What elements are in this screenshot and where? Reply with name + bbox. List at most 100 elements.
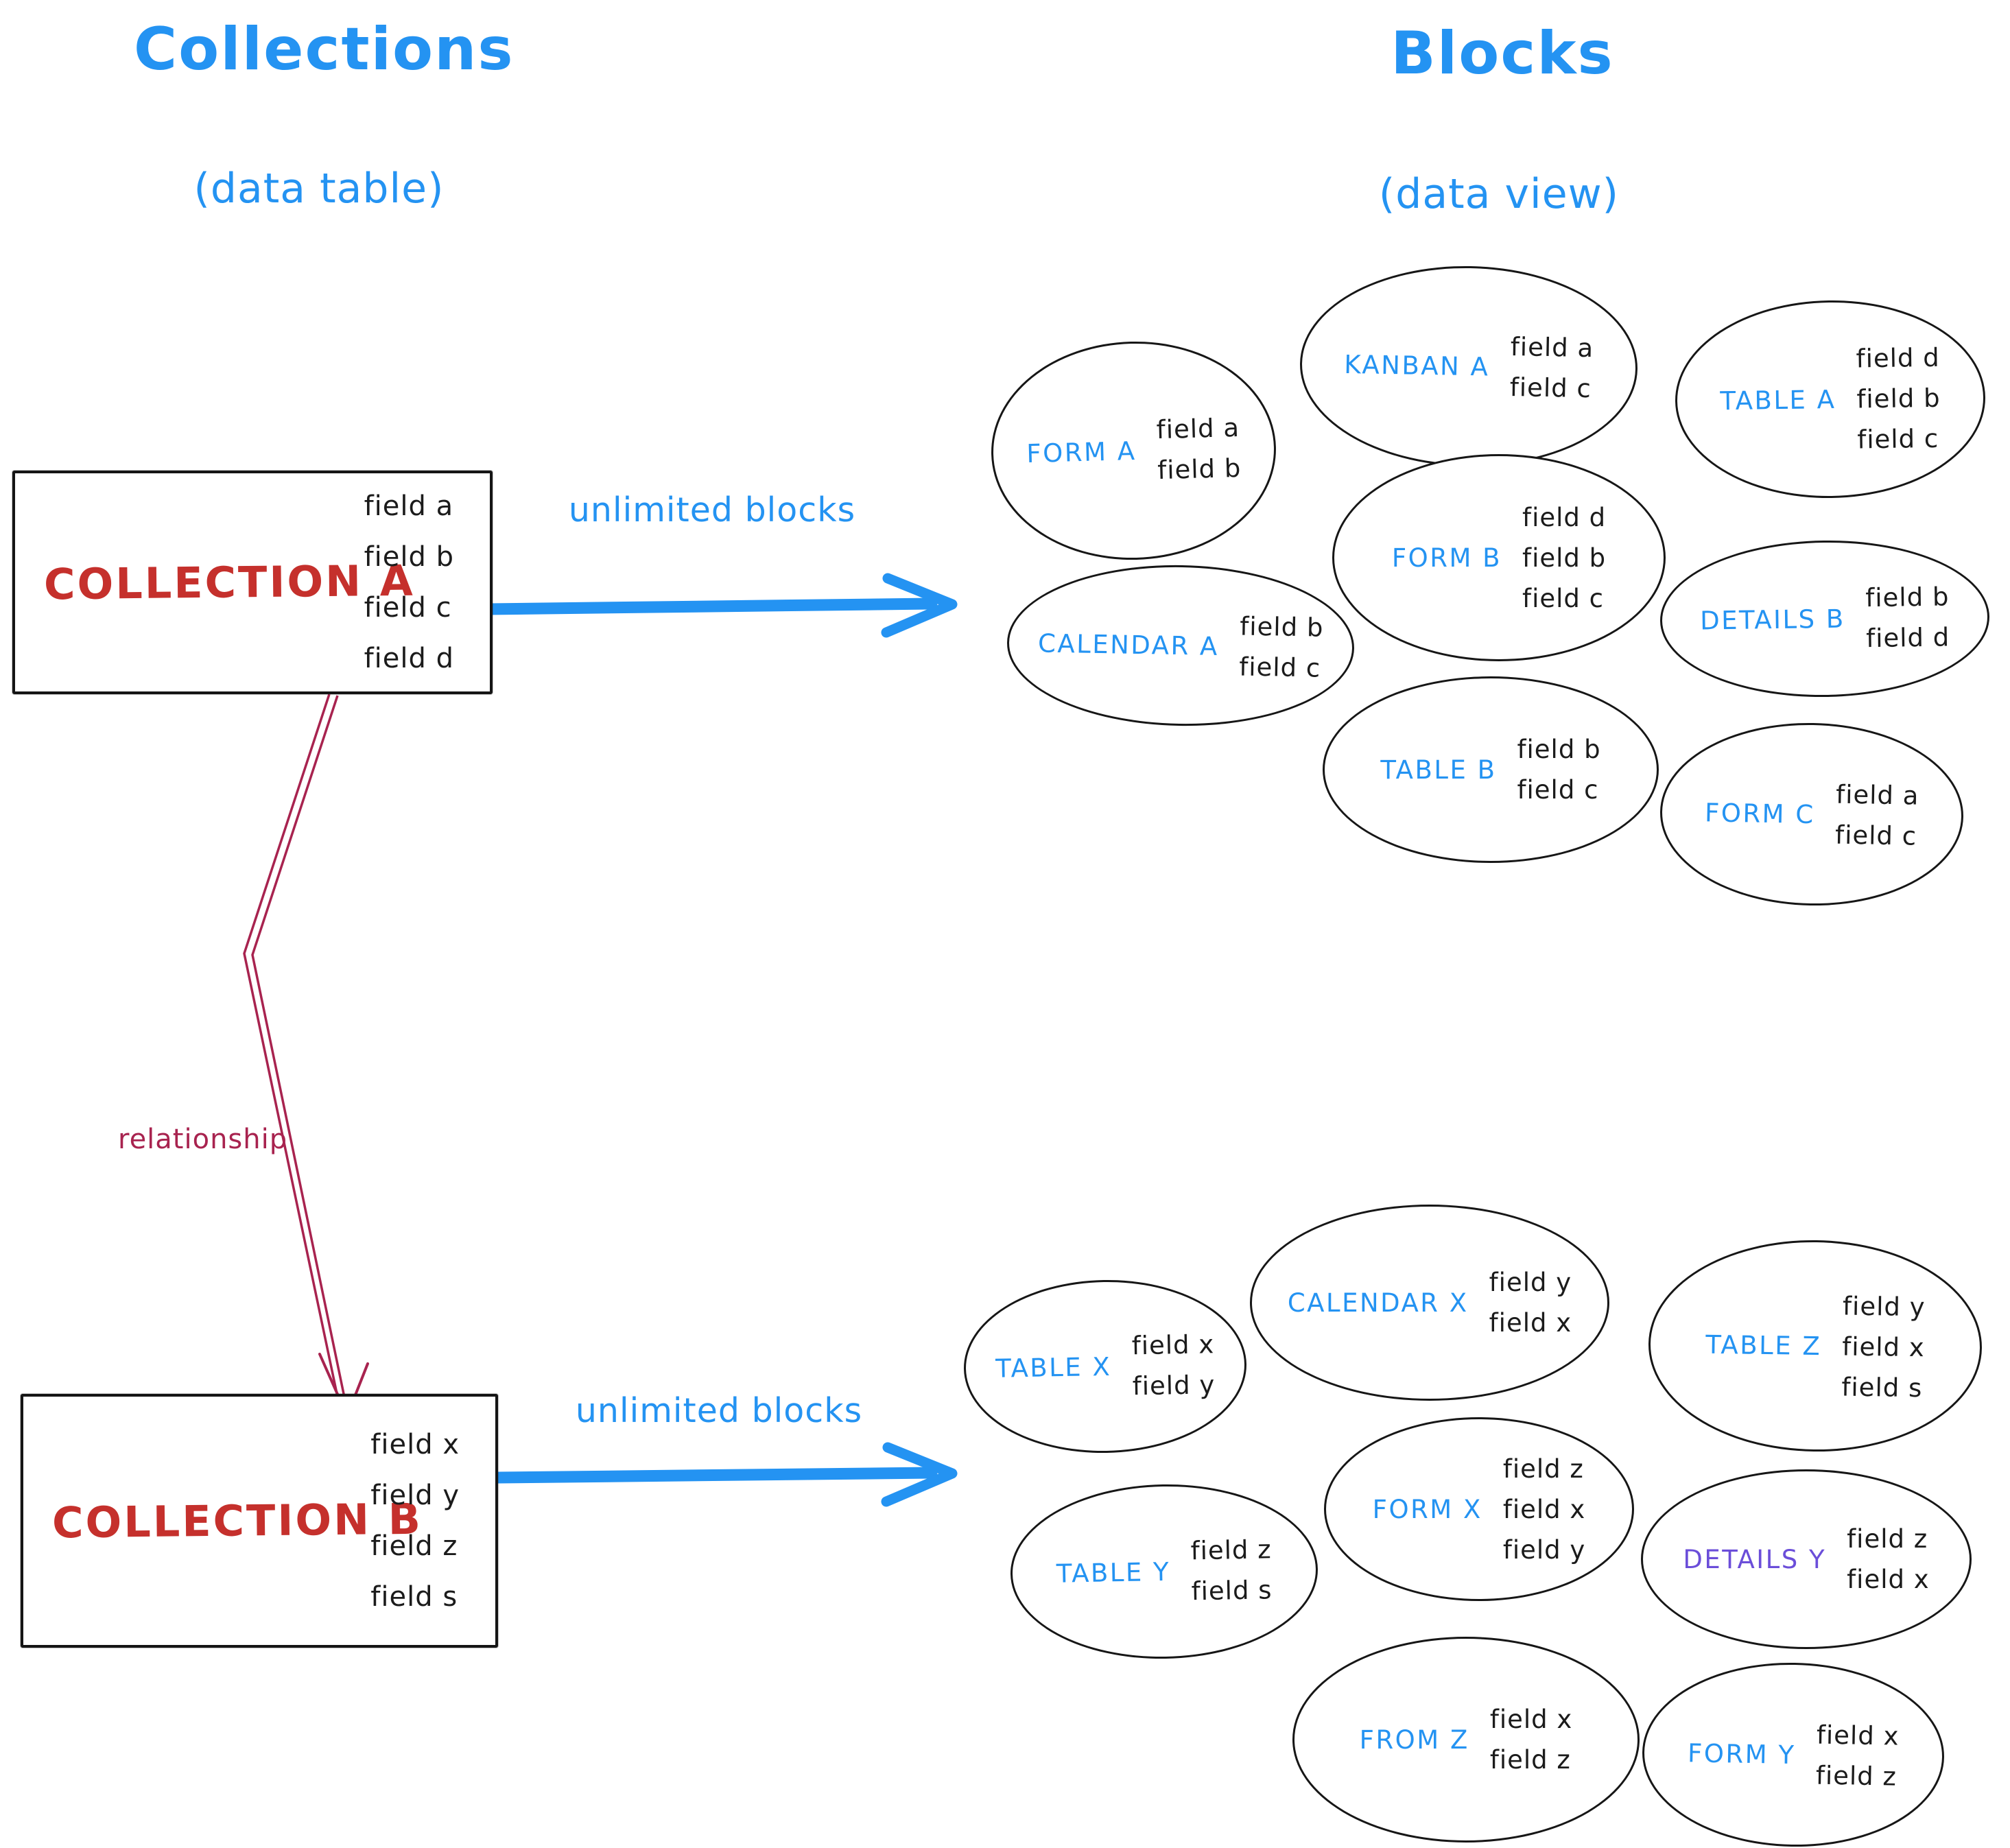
- block-fields: field a field c: [1509, 332, 1594, 403]
- block-fields: field d field b field c: [1856, 342, 1941, 454]
- collection-field: field c: [364, 592, 452, 624]
- collection-a-fields: field a field b field c field d: [364, 490, 454, 674]
- unlimited-blocks-label-bottom: unlimited blocks: [575, 1391, 863, 1430]
- block-field: field z: [1489, 1745, 1571, 1775]
- block-ellipse-kanban-a: KANBAN A field a field c: [1298, 263, 1640, 470]
- block-field: field c: [1238, 652, 1321, 683]
- block-fields: field a field b: [1156, 413, 1242, 485]
- block-fields: field b field c: [1239, 612, 1324, 683]
- block-label: DETAILS B: [1699, 604, 1846, 636]
- block-label: TABLE X: [995, 1351, 1112, 1384]
- block-field: field b: [1522, 543, 1607, 573]
- collection-field: field x: [370, 1429, 460, 1460]
- block-field: field a: [1156, 412, 1240, 445]
- block-fields: field z field s: [1190, 1535, 1273, 1606]
- block-field: field y: [1842, 1291, 1926, 1322]
- block-fields: field x field z: [1490, 1705, 1573, 1775]
- block-ellipse-table-a: TABLE A field d field b field c: [1674, 298, 1987, 501]
- block-field: field x: [1841, 1331, 1926, 1362]
- block-field: field z: [1190, 1535, 1272, 1566]
- block-field: field a: [1510, 332, 1594, 364]
- collections-subtitle: (data table): [193, 165, 445, 213]
- block-ellipse-form-a: FORM A field a field b: [988, 337, 1279, 564]
- block-fields: field z field x field y: [1503, 1454, 1586, 1565]
- block-field: field c: [1522, 583, 1604, 613]
- block-field: field c: [1509, 372, 1592, 404]
- block-field: field x: [1489, 1308, 1572, 1338]
- block-field: field x: [1131, 1329, 1215, 1361]
- block-field: field z: [1847, 1524, 1928, 1554]
- block-field: field c: [1834, 820, 1917, 851]
- unlimited-blocks-label-top: unlimited blocks: [568, 490, 856, 530]
- blocks-title: Blocks: [1391, 19, 1614, 88]
- block-field: field c: [1517, 775, 1599, 805]
- block-field: field c: [1856, 423, 1939, 454]
- block-ellipse-form-y: FORM Y field x field z: [1640, 1660, 1946, 1848]
- block-field: field x: [1502, 1494, 1586, 1524]
- collection-field: field b: [364, 541, 454, 573]
- relationship-label: relationship: [118, 1124, 288, 1155]
- block-ellipse-table-y: TABLE Y field z field s: [1008, 1482, 1320, 1661]
- collection-a-box: COLLECTION A field a field b field c fie…: [12, 471, 493, 694]
- block-field: field d: [1522, 502, 1607, 532]
- block-ellipse-details-y: DETAILS Y field z field x: [1641, 1469, 1972, 1649]
- relationship-arrow: [243, 694, 369, 1417]
- block-field: field d: [1856, 342, 1941, 373]
- collection-field: field a: [364, 490, 454, 522]
- block-label: TABLE Y: [1056, 1556, 1171, 1589]
- block-ellipse-form-b: FORM B field d field b field c: [1332, 454, 1666, 661]
- collection-field: field s: [370, 1581, 458, 1613]
- block-ellipse-from-z: FROM Z field x field z: [1292, 1637, 1640, 1843]
- block-field: field x: [1489, 1705, 1573, 1734]
- block-label: FORM C: [1704, 797, 1816, 829]
- block-label: DETAILS Y: [1683, 1544, 1827, 1574]
- collection-a-name: COLLECTION A: [43, 555, 415, 610]
- block-ellipse-table-x: TABLE X field x field y: [962, 1277, 1249, 1456]
- block-field: field b: [1865, 582, 1950, 613]
- block-label: FORM A: [1026, 436, 1137, 469]
- collection-b-box: COLLECTION B field x field y field z fie…: [21, 1394, 498, 1648]
- collection-b-name: COLLECTION B: [51, 1493, 423, 1548]
- block-field: field d: [1865, 622, 1950, 654]
- collection-b-fields: field x field y field z field s: [370, 1429, 460, 1613]
- block-label: CALENDAR A: [1037, 628, 1220, 661]
- block-fields: field d field b field c: [1522, 503, 1606, 613]
- block-fields: field z field x: [1847, 1524, 1930, 1594]
- collections-title: Collections: [134, 15, 515, 84]
- block-label: CALENDAR X: [1287, 1288, 1469, 1318]
- block-fields: field x field y: [1131, 1329, 1215, 1401]
- block-field: field s: [1191, 1575, 1273, 1607]
- collection-field: field d: [364, 643, 454, 674]
- block-field: field a: [1835, 779, 1919, 811]
- block-field: field b: [1239, 611, 1324, 643]
- block-fields: field b field d: [1865, 582, 1950, 653]
- block-label: FORM B: [1391, 543, 1502, 573]
- block-ellipse-calendar-a: CALENDAR A field b field c: [1005, 562, 1356, 729]
- block-label: FORM X: [1372, 1494, 1482, 1524]
- block-field: field y: [1489, 1268, 1572, 1297]
- block-field: field b: [1856, 383, 1941, 414]
- block-fields: field y field x field s: [1841, 1291, 1926, 1403]
- block-field: field z: [1815, 1760, 1897, 1792]
- block-fields: field a field c: [1835, 780, 1919, 851]
- block-label: KANBAN A: [1343, 349, 1490, 382]
- block-field: field b: [1517, 735, 1601, 764]
- collection-field: field z: [370, 1530, 458, 1562]
- block-label: FROM Z: [1359, 1725, 1469, 1755]
- block-field: field x: [1816, 1720, 1900, 1751]
- block-label: FORM Y: [1687, 1738, 1796, 1770]
- block-field: field y: [1132, 1370, 1216, 1401]
- block-label: TABLE B: [1380, 755, 1497, 785]
- block-label: TABLE A: [1720, 384, 1836, 416]
- blocks-subtitle: (data view): [1378, 170, 1620, 218]
- block-ellipse-form-x: FORM X field z field x field y: [1324, 1417, 1634, 1601]
- block-ellipse-details-b: DETAILS B field b field d: [1659, 538, 1991, 700]
- block-fields: field x field z: [1816, 1720, 1900, 1792]
- unlimited-blocks-arrow-top: [482, 573, 958, 638]
- block-field: field z: [1502, 1454, 1584, 1484]
- block-fields: field y field x: [1489, 1268, 1572, 1338]
- block-fields: field b field c: [1517, 735, 1600, 805]
- block-field: field b: [1157, 453, 1242, 486]
- block-field: field x: [1847, 1565, 1930, 1594]
